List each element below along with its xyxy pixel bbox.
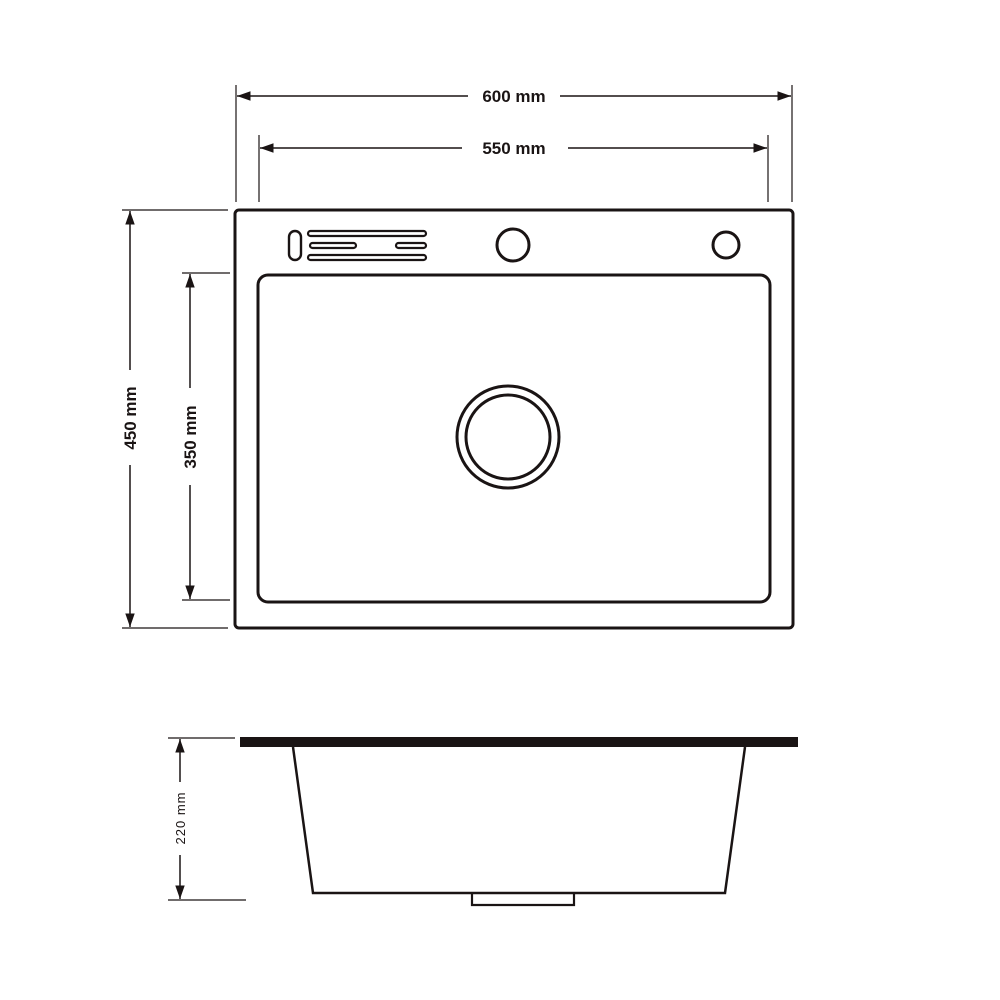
- overall-depth-label: 450 mm: [121, 386, 140, 449]
- dimension-overall-width: 600 mm: [235, 85, 793, 202]
- dimension-bowl-depth: 350 mm: [181, 272, 230, 601]
- bowl-width-label: 550 mm: [482, 139, 545, 158]
- sink-outline: [233, 208, 795, 630]
- drain-icon: [455, 384, 561, 490]
- dimension-bowl-width: 550 mm: [258, 135, 769, 202]
- rinser-accessory-icon: [287, 229, 428, 262]
- dimension-overall-depth: 450 mm: [121, 209, 228, 629]
- sink-top-view: [233, 208, 795, 630]
- bowl-outline: [256, 273, 772, 604]
- dimension-bowl-height: 220 mm: [168, 737, 246, 901]
- soap-dispenser-hole-icon: [711, 230, 741, 260]
- faucet-hole-icon: [495, 227, 531, 263]
- bowl-height-label: 220 mm: [173, 792, 188, 845]
- sink-side-view: [240, 737, 798, 907]
- sink-rim: [240, 737, 798, 747]
- drain-outlet: [470, 893, 576, 907]
- bowl-profile: [291, 746, 747, 895]
- overall-width-label: 600 mm: [482, 87, 545, 106]
- bowl-depth-label: 350 mm: [181, 405, 200, 468]
